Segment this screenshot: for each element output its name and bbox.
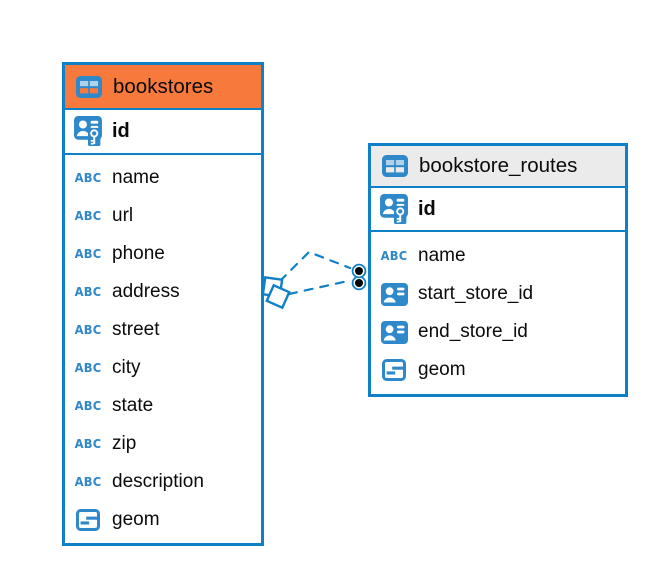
table-bookstore-routes-header[interactable]: bookstore_routes: [371, 146, 625, 188]
column-label: id: [112, 120, 130, 142]
column-row[interactable]: ABC name: [65, 159, 261, 197]
column-type-text-icon: ABC: [74, 246, 102, 262]
column-list: ABC name start_store_id end_store_id ge: [371, 232, 625, 394]
column-label: geom: [112, 509, 160, 530]
column-label: end_store_id: [418, 321, 528, 342]
column-row[interactable]: start_store_id: [371, 275, 625, 313]
primary-key-icon: [379, 194, 409, 225]
column-row[interactable]: ABC city: [65, 349, 261, 387]
column-type-text-icon: ABC: [74, 284, 102, 300]
column-list: ABC name ABC url ABC phone ABC address A…: [65, 155, 261, 543]
column-type-text-icon: ABC: [74, 170, 102, 186]
relationship-source-marker[interactable]: [261, 276, 291, 310]
relationship-target-marker[interactable]: [351, 263, 367, 291]
table-title: bookstore_routes: [419, 154, 578, 177]
column-row[interactable]: ABC name: [371, 237, 625, 275]
column-row[interactable]: geom: [371, 351, 625, 389]
relationship-line[interactable]: [278, 250, 352, 296]
column-label: geom: [418, 359, 466, 380]
column-label: description: [112, 471, 204, 492]
column-row[interactable]: ABC state: [65, 387, 261, 425]
table-icon: [74, 76, 104, 98]
column-row[interactable]: ABC zip: [65, 425, 261, 463]
table-title: bookstores: [113, 74, 214, 98]
table-icon: [380, 155, 410, 177]
column-label: address: [112, 281, 180, 302]
column-type-text-icon: ABC: [74, 474, 102, 490]
column-row[interactable]: ABC phone: [65, 235, 261, 273]
column-row[interactable]: ABC street: [65, 311, 261, 349]
column-row[interactable]: ABC address: [65, 273, 261, 311]
column-label: phone: [112, 243, 165, 264]
column-label: start_store_id: [418, 283, 534, 304]
column-label: street: [112, 319, 160, 340]
table-bookstores-header[interactable]: bookstores: [65, 65, 261, 110]
column-type-geometry-icon: [73, 509, 103, 531]
column-label: state: [112, 395, 154, 416]
primary-key-icon: [73, 116, 103, 147]
column-row[interactable]: geom: [65, 501, 261, 539]
primary-key-row[interactable]: id: [371, 188, 625, 232]
column-type-reference-icon: [379, 321, 409, 344]
column-type-text-icon: ABC: [74, 436, 102, 452]
column-type-geometry-icon: [379, 359, 409, 381]
column-type-text-icon: ABC: [380, 248, 408, 264]
column-type-text-icon: ABC: [74, 398, 102, 414]
column-row[interactable]: ABC url: [65, 197, 261, 235]
column-label: url: [112, 205, 134, 226]
table-bookstores[interactable]: bookstores id ABC name ABC url ABC phone…: [62, 62, 264, 546]
column-label: name: [418, 245, 466, 266]
column-label: city: [112, 357, 141, 378]
column-type-reference-icon: [379, 283, 409, 306]
column-row[interactable]: end_store_id: [371, 313, 625, 351]
column-type-text-icon: ABC: [74, 322, 102, 338]
column-label: zip: [112, 433, 137, 454]
column-row[interactable]: ABC description: [65, 463, 261, 501]
column-type-text-icon: ABC: [74, 360, 102, 376]
column-type-text-icon: ABC: [74, 208, 102, 224]
column-label: id: [418, 197, 436, 220]
primary-key-row[interactable]: id: [65, 110, 261, 155]
column-label: name: [112, 167, 160, 188]
table-bookstore-routes[interactable]: bookstore_routes id ABC name start_store…: [368, 143, 628, 397]
